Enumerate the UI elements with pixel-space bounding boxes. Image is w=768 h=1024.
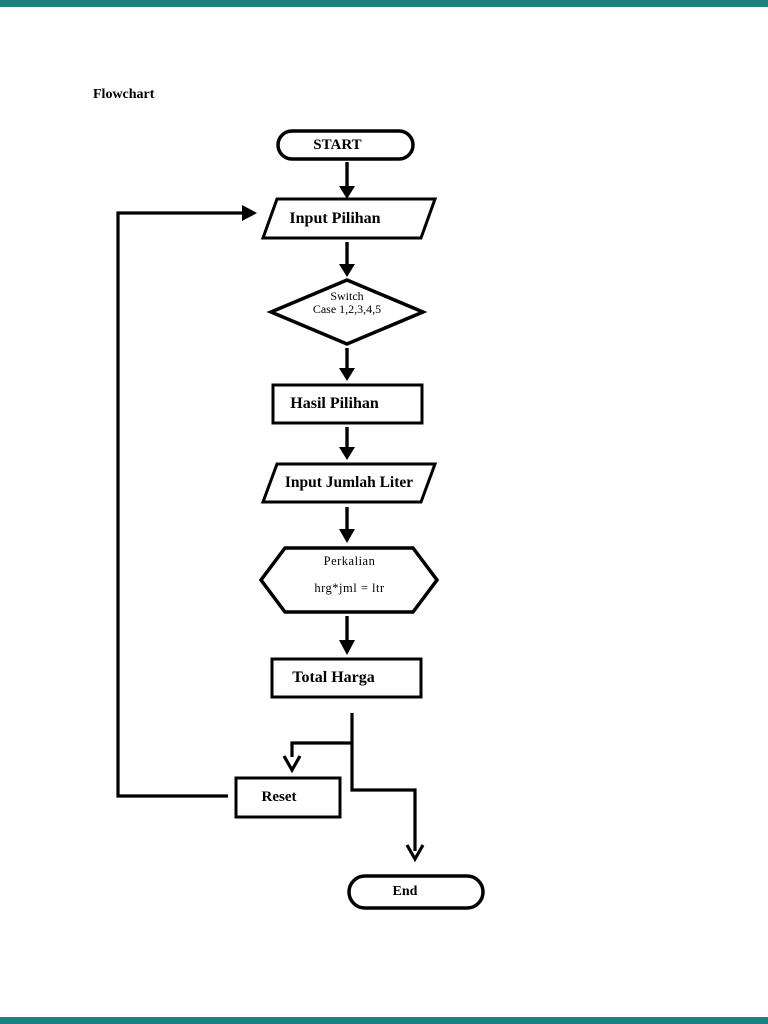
arrowhead-right-icon [242,205,257,221]
end-terminator-shape [347,874,485,910]
node-label-perkalian-formula: hrg*jml = ltr [314,581,385,595]
input-pilihan-parallelogram [260,197,438,240]
connector-total-to-end [350,713,417,851]
arrowhead-down-icon [339,368,355,381]
connector-branch-to-reset [290,741,352,757]
arrowhead-down-icon [339,264,355,277]
node-label-hasil-pilihan: Hasil Pilihan [290,395,379,412]
node-label-reset: Reset [261,789,297,805]
node-label-input-jumlah-liter: Input Jumlah Liter [284,474,414,491]
start-terminator-shape [276,129,415,161]
input-jumlah-liter-parallelogram [260,462,438,504]
arrowhead-down-icon [339,640,355,655]
node-label-end: End [392,884,418,899]
page-bottom-separator [0,1017,768,1024]
arrowhead-down-icon [339,447,355,460]
arrowhead-down-icon [339,529,355,543]
hasil-pilihan-rectangle [271,383,424,425]
open-arrowhead-down-icon [405,844,425,863]
switch-case-line2: Case 1,2,3,4,5 [312,302,382,316]
node-label-switch-case: Switch Case 1,2,3,4,5 [271,290,423,316]
switch-case-line1: Switch [330,289,364,303]
total-harga-rectangle [270,657,423,699]
reset-rectangle [234,776,342,819]
arrowhead-down-icon [339,186,355,199]
page-title: Flowchart [93,87,155,102]
node-label-start: START [313,137,362,153]
node-label-total-harga: Total Harga [292,669,375,686]
node-label-perkalian: Perkalian [323,554,376,568]
switch-case-decision-diamond [266,278,428,346]
page-top-separator [0,0,768,7]
open-arrowhead-down-icon [282,755,302,774]
perkalian-hexagon [258,546,440,614]
node-label-input-pilihan: Input Pilihan [289,210,381,227]
connector-reset-loop [116,211,244,798]
